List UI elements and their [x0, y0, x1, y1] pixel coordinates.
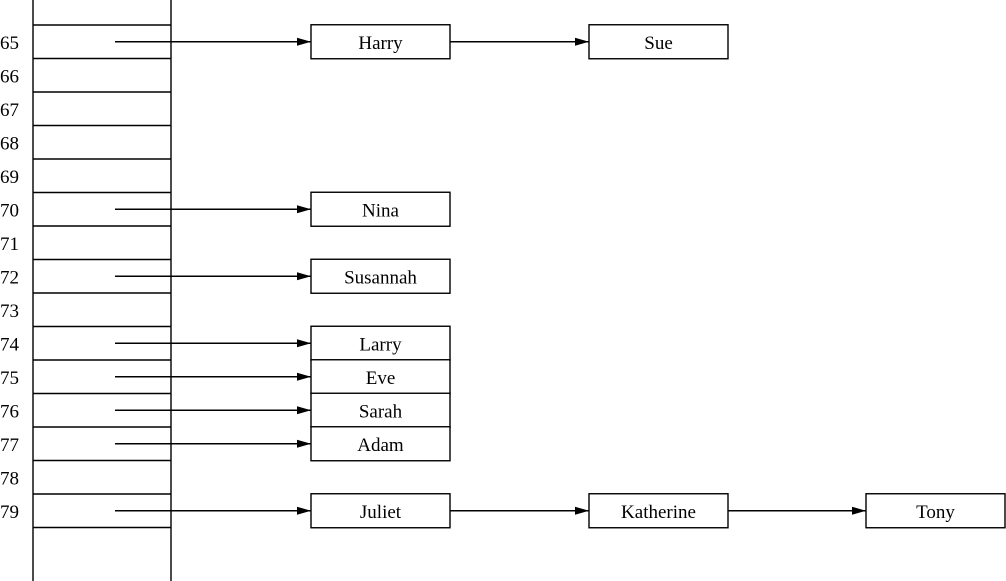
node-name-label: Tony: [916, 502, 955, 523]
node-box: [588, 493, 729, 529]
chain-nodes: Harry SueNinaSusannahLarryEveSarahAdamJul…: [310, 24, 1006, 529]
chain-node: Susannah: [310, 258, 451, 294]
row-index-labels: 65 66 67 68 69 70 71 72 73 74 75 76 77 78 79: [0, 33, 20, 523]
chain-node: Nina: [310, 191, 451, 227]
chain-node: Adam: [310, 426, 451, 462]
node-name-label: Adam: [357, 435, 404, 456]
node-box: [865, 493, 1006, 529]
chain-node: Juliet: [310, 493, 451, 529]
node-box: [310, 258, 451, 294]
row-index-label: 74: [0, 334, 20, 355]
node-name-label: Susannah: [344, 267, 417, 288]
chain-node: Sarah: [310, 392, 451, 428]
row-index-label: 66: [0, 66, 19, 87]
node-name-label: Larry: [359, 334, 402, 355]
node-box: [310, 191, 451, 227]
chain-node: Eve: [310, 359, 451, 395]
row-index-label: 73: [0, 301, 19, 322]
row-index-label: 77: [0, 435, 19, 456]
node-box: [588, 24, 729, 60]
row-index-label: 65: [0, 33, 19, 54]
node-box: [310, 24, 451, 60]
node-box: [310, 426, 451, 462]
node-name-label: Sarah: [359, 401, 403, 422]
node-name-label: Sue: [644, 33, 673, 54]
row-index-label: 70: [0, 200, 19, 221]
chain-node: Larry: [310, 325, 451, 361]
row-index-label: 67: [0, 100, 19, 121]
row-index-label: 71: [0, 234, 19, 255]
chain-node: Sue: [588, 24, 729, 60]
pointer-arrows: [115, 37, 866, 515]
row-index-label: 75: [0, 368, 19, 389]
node-name-label: Nina: [362, 200, 400, 221]
node-box: [310, 493, 451, 529]
row-index-label: 69: [0, 167, 19, 188]
row-index-label: 78: [0, 468, 19, 489]
chain-node: Harry: [310, 24, 451, 60]
node-name-label: Juliet: [360, 502, 402, 523]
hash-table: [32, 0, 172, 581]
node-name-label: Harry: [358, 33, 403, 54]
chain-node: Katherine: [588, 493, 729, 529]
node-name-label: Katherine: [621, 502, 696, 523]
row-index-label: 72: [0, 267, 19, 288]
node-name-label: Eve: [366, 368, 396, 389]
row-index-label: 79: [0, 502, 19, 523]
node-box: [310, 392, 451, 428]
chain-node: Tony: [865, 493, 1006, 529]
node-box: [310, 359, 451, 395]
row-index-label: 76: [0, 401, 19, 422]
row-index-label: 68: [0, 133, 19, 154]
